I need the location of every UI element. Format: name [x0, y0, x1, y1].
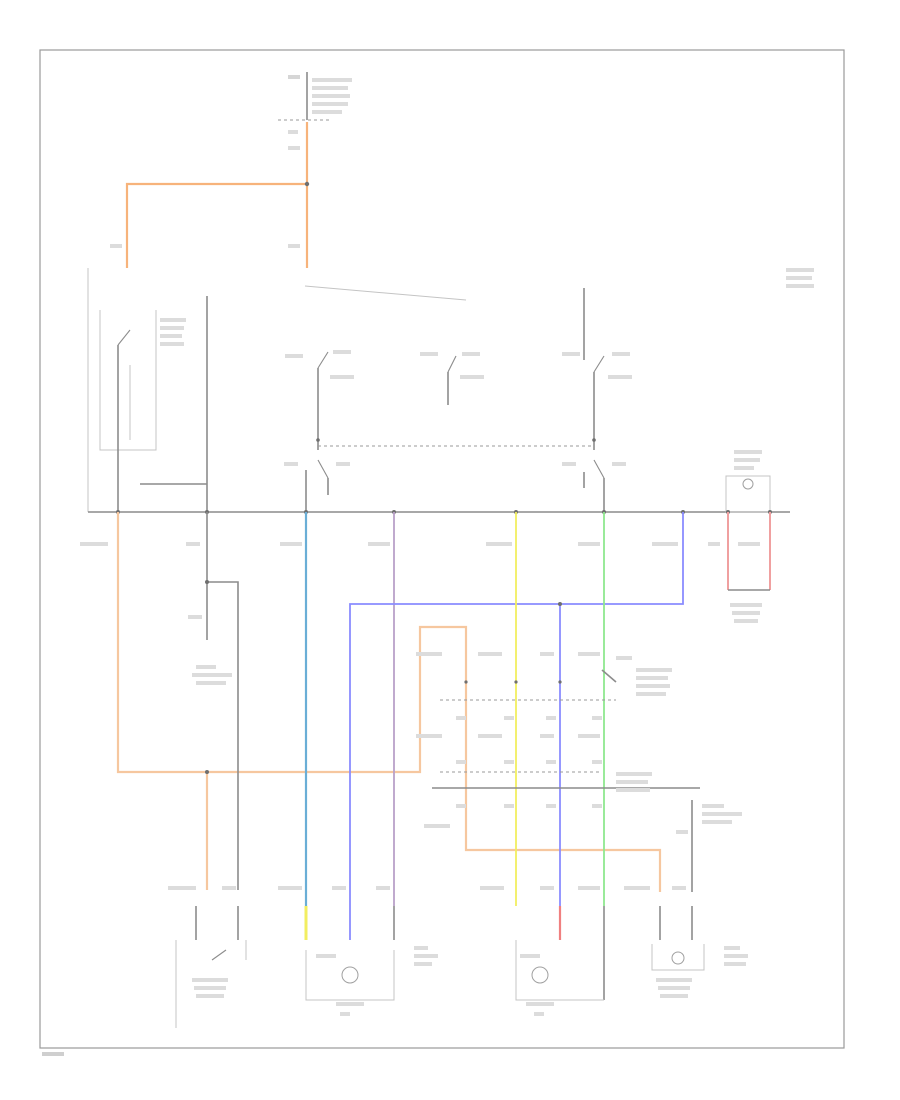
fuse-term [288, 130, 298, 134]
fuse-desc [312, 78, 352, 82]
right-ground [676, 800, 742, 892]
master-switch-box [87, 268, 814, 513]
switch-left [285, 350, 354, 450]
fuse-label [288, 75, 300, 79]
auto-switch-label3 [160, 334, 182, 338]
bus-wire-labels [80, 542, 760, 546]
wire-label-mid [288, 244, 300, 248]
driver-window-motor [175, 906, 247, 1028]
auto-switch-label4 [160, 342, 184, 346]
footer-code-mark [42, 1052, 64, 1056]
switch-right [562, 352, 632, 450]
fuse-desc4 [312, 102, 348, 106]
auto-switch-label [160, 318, 186, 322]
bottom-connector-labels [168, 886, 686, 890]
switch-center [420, 352, 484, 405]
master-switch-label [786, 268, 814, 272]
fuse-desc3 [312, 94, 350, 98]
wire-orange-driver [116, 512, 662, 892]
ground-label [196, 665, 216, 669]
left-rear-motor [304, 906, 438, 1016]
right-rear-motor [515, 906, 605, 1016]
fuse-wire [288, 146, 300, 150]
diagram-frame [39, 49, 845, 1049]
wire-label-left [110, 244, 122, 248]
passenger-switch-block [416, 652, 700, 828]
passenger-window-motor [651, 906, 748, 998]
fuse-desc5 [312, 110, 342, 114]
circuit-breaker [725, 450, 771, 513]
breaker-label [730, 603, 762, 607]
top-feed [110, 72, 352, 268]
auto-switch-label2 [160, 326, 184, 330]
fuse-desc2 [312, 86, 348, 90]
